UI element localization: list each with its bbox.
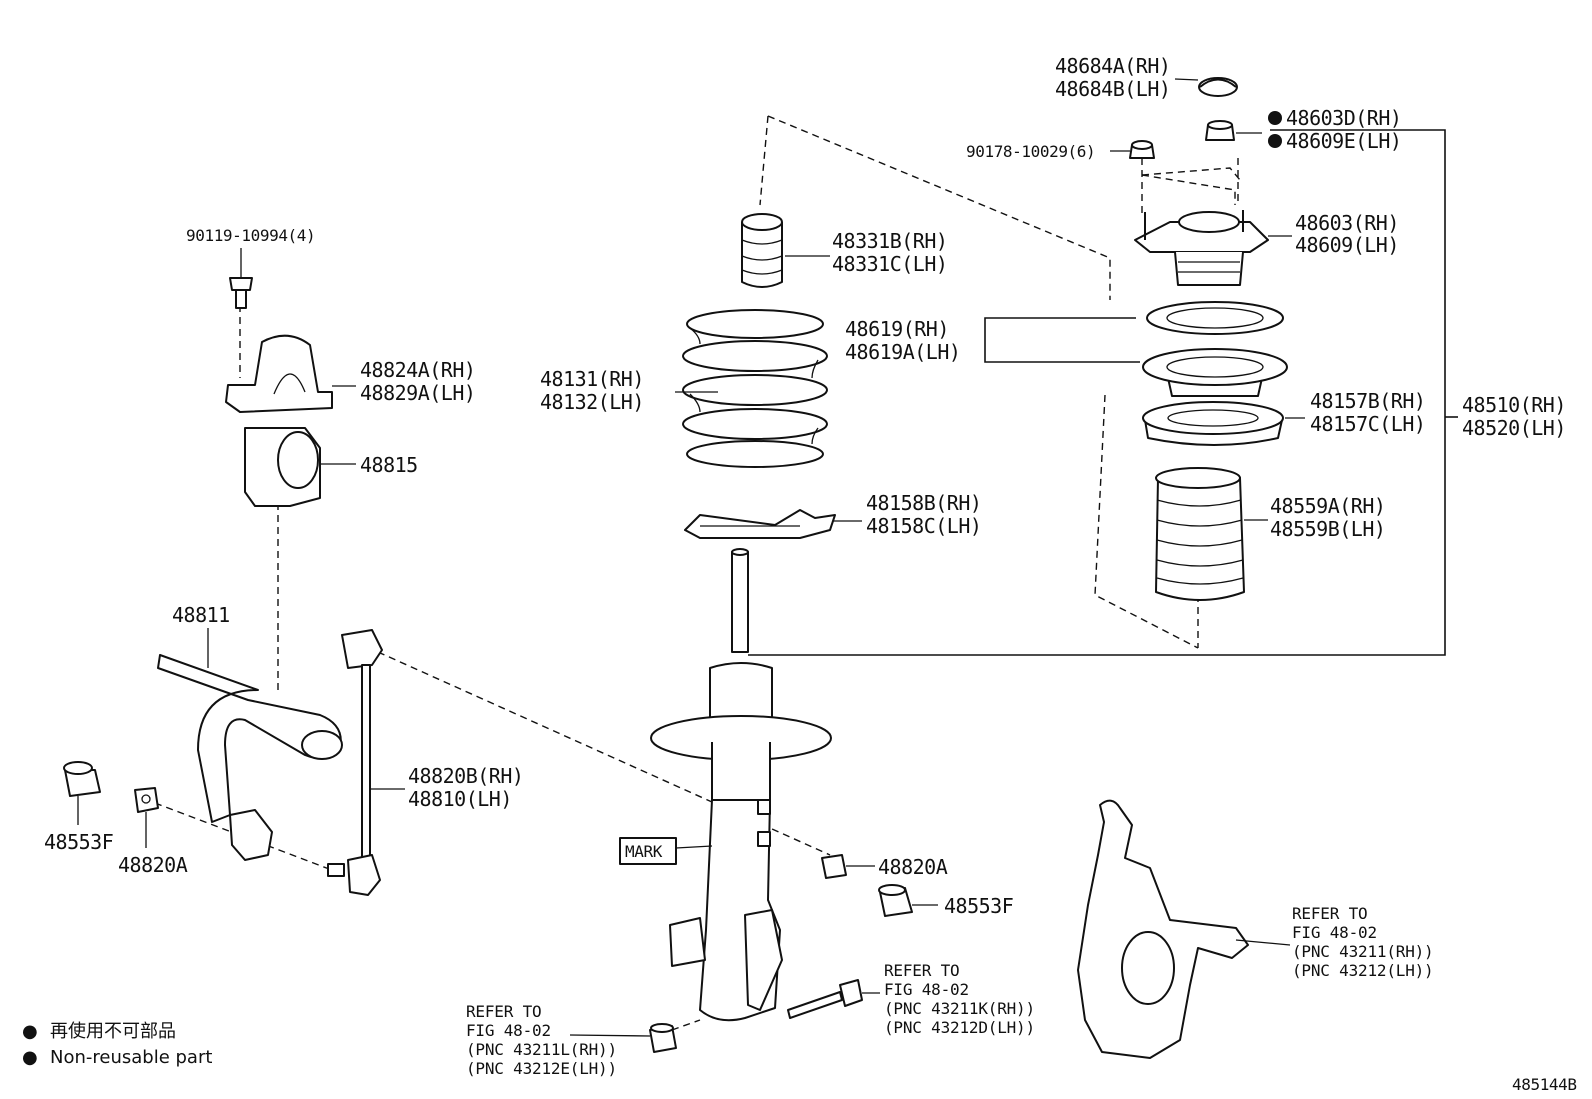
spring-bumper-48157	[1142, 401, 1284, 446]
label-48553f-right: 48553F	[944, 894, 1013, 918]
non-reusable-marker	[1268, 111, 1282, 125]
reference-bolt-line-4: (PNC 43212D(LH))	[884, 1018, 1035, 1037]
label-48158: 48158B(RH) 48158C(LH)	[866, 491, 982, 538]
stabilizer-link-48820b	[327, 629, 383, 896]
reference-knuckle-line-2: FIG 48-02	[1292, 923, 1377, 942]
label-48131-lh: 48132(LH)	[540, 390, 644, 414]
label-48158-rh: 48158B(RH)	[866, 491, 981, 515]
assembly-bracket-48510	[748, 129, 1458, 656]
reference-knuckle-line-4: (PNC 43212(LH))	[1292, 961, 1434, 980]
label-90178: 90178-10029(6)	[966, 142, 1095, 161]
legend-marker-2: ●	[22, 1047, 38, 1068]
mark-callout: MARK	[619, 837, 713, 865]
reference-bolt: REFER TO FIG 48-02 (PNC 43211K(RH)) (PNC…	[884, 961, 1035, 1037]
nut-90178	[1129, 140, 1155, 159]
diagram-id: 485144B	[1512, 1075, 1577, 1094]
nut-48553f-right	[878, 884, 913, 917]
bracket-48824	[225, 334, 333, 413]
upper-support-48603	[1134, 210, 1269, 286]
bump-stopper-48331	[741, 213, 783, 288]
label-48157-rh: 48157B(RH)	[1310, 389, 1425, 413]
bolt-43211k	[787, 979, 863, 1019]
label-48824: 48824A(RH) 48829A(LH)	[360, 358, 476, 405]
label-48619: 48619(RH) 48619A(LH)	[845, 317, 961, 364]
legend: ● 再使用不可部品 ● Non-reusable part	[22, 1021, 212, 1068]
label-48603-rh: 48603(RH)	[1295, 211, 1399, 235]
label-48820b-lh: 48810(LH)	[408, 787, 512, 811]
reference-knuckle-line-1: REFER TO	[1292, 904, 1367, 923]
coil-spring-48131	[682, 309, 828, 468]
reference-knuckle: REFER TO FIG 48-02 (PNC 43211(RH)) (PNC …	[1292, 904, 1434, 980]
label-48684: 48684A(RH) 48684B(LH)	[1055, 54, 1171, 101]
label-48684-rh: 48684A(RH)	[1055, 54, 1170, 78]
label-48510: 48510(RH) 48520(LH)	[1462, 393, 1566, 440]
label-48158-lh: 48158C(LH)	[866, 514, 981, 538]
label-48553f-left: 48553F	[44, 830, 113, 854]
label-48603d-rh: 48603D(RH)	[1286, 106, 1401, 130]
label-48331-rh: 48331B(RH)	[832, 229, 947, 253]
label-48131-rh: 48131(RH)	[540, 367, 644, 391]
reference-nut-line-3: (PNC 43211L(RH))	[466, 1040, 617, 1059]
nut-48820a-right	[821, 854, 847, 879]
label-48603: 48603(RH) 48609(LH)	[1295, 211, 1399, 257]
reference-bolt-line-1: REFER TO	[884, 961, 959, 980]
label-48684-lh: 48684B(LH)	[1055, 77, 1170, 101]
reference-nut: REFER TO FIG 48-02 (PNC 43211L(RH)) (PNC…	[466, 1002, 617, 1078]
label-48559: 48559A(RH) 48559B(LH)	[1270, 494, 1386, 541]
nut-48553f-left	[63, 761, 101, 797]
label-48820b: 48820B(RH) 48810(LH)	[408, 764, 524, 811]
label-48824-lh: 48829A(LH)	[360, 381, 475, 405]
label-48820b-rh: 48820B(RH)	[408, 764, 523, 788]
label-90119: 90119-10994(4)	[186, 226, 315, 245]
bushing-48815	[244, 427, 321, 507]
label-48820a-left: 48820A	[118, 853, 188, 877]
non-reusable-marker	[1268, 134, 1282, 148]
label-48510-rh: 48510(RH)	[1462, 393, 1566, 417]
reference-nut-line-2: FIG 48-02	[466, 1021, 551, 1040]
label-48331: 48331B(RH) 48331C(LH)	[832, 229, 948, 276]
nut-43211l	[649, 1023, 677, 1053]
reference-bolt-line-3: (PNC 43211K(RH))	[884, 999, 1035, 1018]
label-48510-lh: 48520(LH)	[1462, 416, 1566, 440]
nut-48820a-left	[134, 787, 159, 813]
label-48603d-lh: 48609E(LH)	[1286, 129, 1401, 153]
label-48559-rh: 48559A(RH)	[1270, 494, 1385, 518]
label-48603d: 48603D(RH) 48609E(LH)	[1268, 106, 1402, 153]
label-48603-lh: 48609(LH)	[1295, 233, 1399, 257]
label-48619-lh: 48619A(LH)	[845, 340, 960, 364]
spring-insulator-48619-lower	[1142, 348, 1288, 397]
lower-insulator-48158	[684, 509, 836, 539]
dust-cap-48684	[1198, 77, 1238, 97]
label-48811: 48811	[172, 603, 230, 627]
reference-bolt-line-2: FIG 48-02	[884, 980, 969, 999]
legend-text-jp: 再使用不可部品	[50, 1021, 176, 1042]
label-48331-lh: 48331C(LH)	[832, 252, 947, 276]
label-48157: 48157B(RH) 48157C(LH)	[1310, 389, 1426, 436]
label-48815: 48815	[360, 453, 418, 477]
reference-nut-line-1: REFER TO	[466, 1002, 541, 1021]
stabilizer-bar-48811	[157, 654, 343, 861]
label-48131: 48131(RH) 48132(LH)	[540, 367, 644, 414]
label-48157-lh: 48157C(LH)	[1310, 412, 1425, 436]
label-48824-rh: 48824A(RH)	[360, 358, 475, 382]
dust-boot-48559	[1155, 467, 1245, 601]
legend-text-en: Non-reusable part	[50, 1047, 212, 1068]
reference-knuckle-line-3: (PNC 43211(RH))	[1292, 942, 1434, 961]
mark-label: MARK	[625, 842, 663, 861]
label-48619-rh: 48619(RH)	[845, 317, 949, 341]
lock-nut-48603d	[1205, 120, 1235, 141]
shock-absorber	[650, 548, 832, 1022]
spring-insulator-48619-upper	[1146, 301, 1284, 335]
label-48820a-right: 48820A	[878, 855, 948, 879]
steering-knuckle	[1077, 799, 1249, 1059]
label-48559-lh: 48559B(LH)	[1270, 517, 1385, 541]
legend-marker-1: ●	[22, 1021, 38, 1042]
reference-nut-line-4: (PNC 43212E(LH))	[466, 1059, 617, 1078]
